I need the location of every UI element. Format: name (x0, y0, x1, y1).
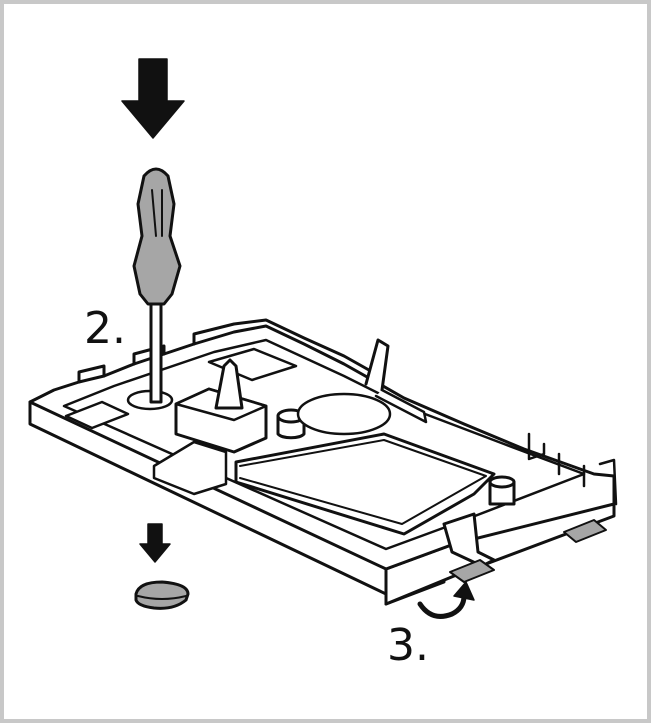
right-clips (527, 432, 618, 506)
latch (442, 512, 496, 568)
latch-shade-2 (563, 519, 607, 543)
coin-icon (134, 580, 190, 610)
post (214, 358, 244, 410)
down-arrow-icon (121, 58, 185, 139)
left-recess (64, 400, 130, 430)
right-tab (364, 338, 390, 392)
step-3-label: 3. (387, 620, 429, 671)
right-tab-ramp (374, 388, 428, 424)
right-post-top (488, 475, 516, 489)
step-2-label: 2. (84, 303, 126, 354)
left-ramp (152, 440, 228, 496)
screwdriver-icon (132, 167, 182, 404)
oval-recess (296, 392, 392, 436)
battery-pocket-inner (239, 439, 487, 525)
curved-arrow-icon (417, 581, 475, 619)
small-down-arrow-icon (139, 523, 171, 563)
assembly-diagram (28, 58, 618, 619)
latch-shade (449, 559, 495, 583)
